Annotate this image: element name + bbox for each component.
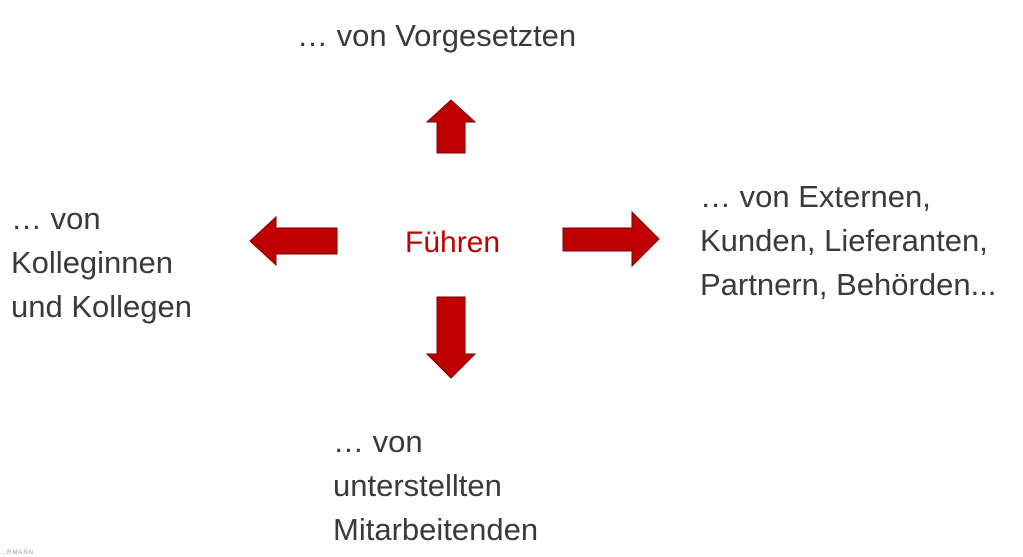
footer-mark: …RMANN [0,550,34,556]
target-bottom-label: … von unterstellten Mitarbeitenden [333,420,538,552]
target-top-line: … von Vorgesetzten [297,18,577,53]
center-label: Führen [405,226,501,259]
target-left-line-2: Kolleginnen [11,245,174,280]
arrow-up [425,99,477,154]
target-right-line-1: … von Externen, [700,179,931,214]
target-right-line-2: Kunden, Lieferanten, [700,223,988,258]
target-top-label: … von Vorgesetzten [297,14,576,58]
arrow-right [562,210,660,268]
target-left-line-1: … von [11,201,101,236]
target-left-label: … von Kolleginnen und Kollegen [11,197,192,329]
target-right-line-3: Partnern, Behörden... [700,267,997,302]
arrow-down [425,296,477,379]
target-bottom-line-3: Mitarbeitenden [333,512,539,547]
target-left-line-3: und Kollegen [11,289,192,324]
target-right-label: … von Externen, Kunden, Lieferanten, Par… [700,175,996,307]
target-bottom-line-2: unterstellten [333,468,502,503]
arrow-left [249,215,338,267]
target-bottom-line-1: … von [333,424,423,459]
